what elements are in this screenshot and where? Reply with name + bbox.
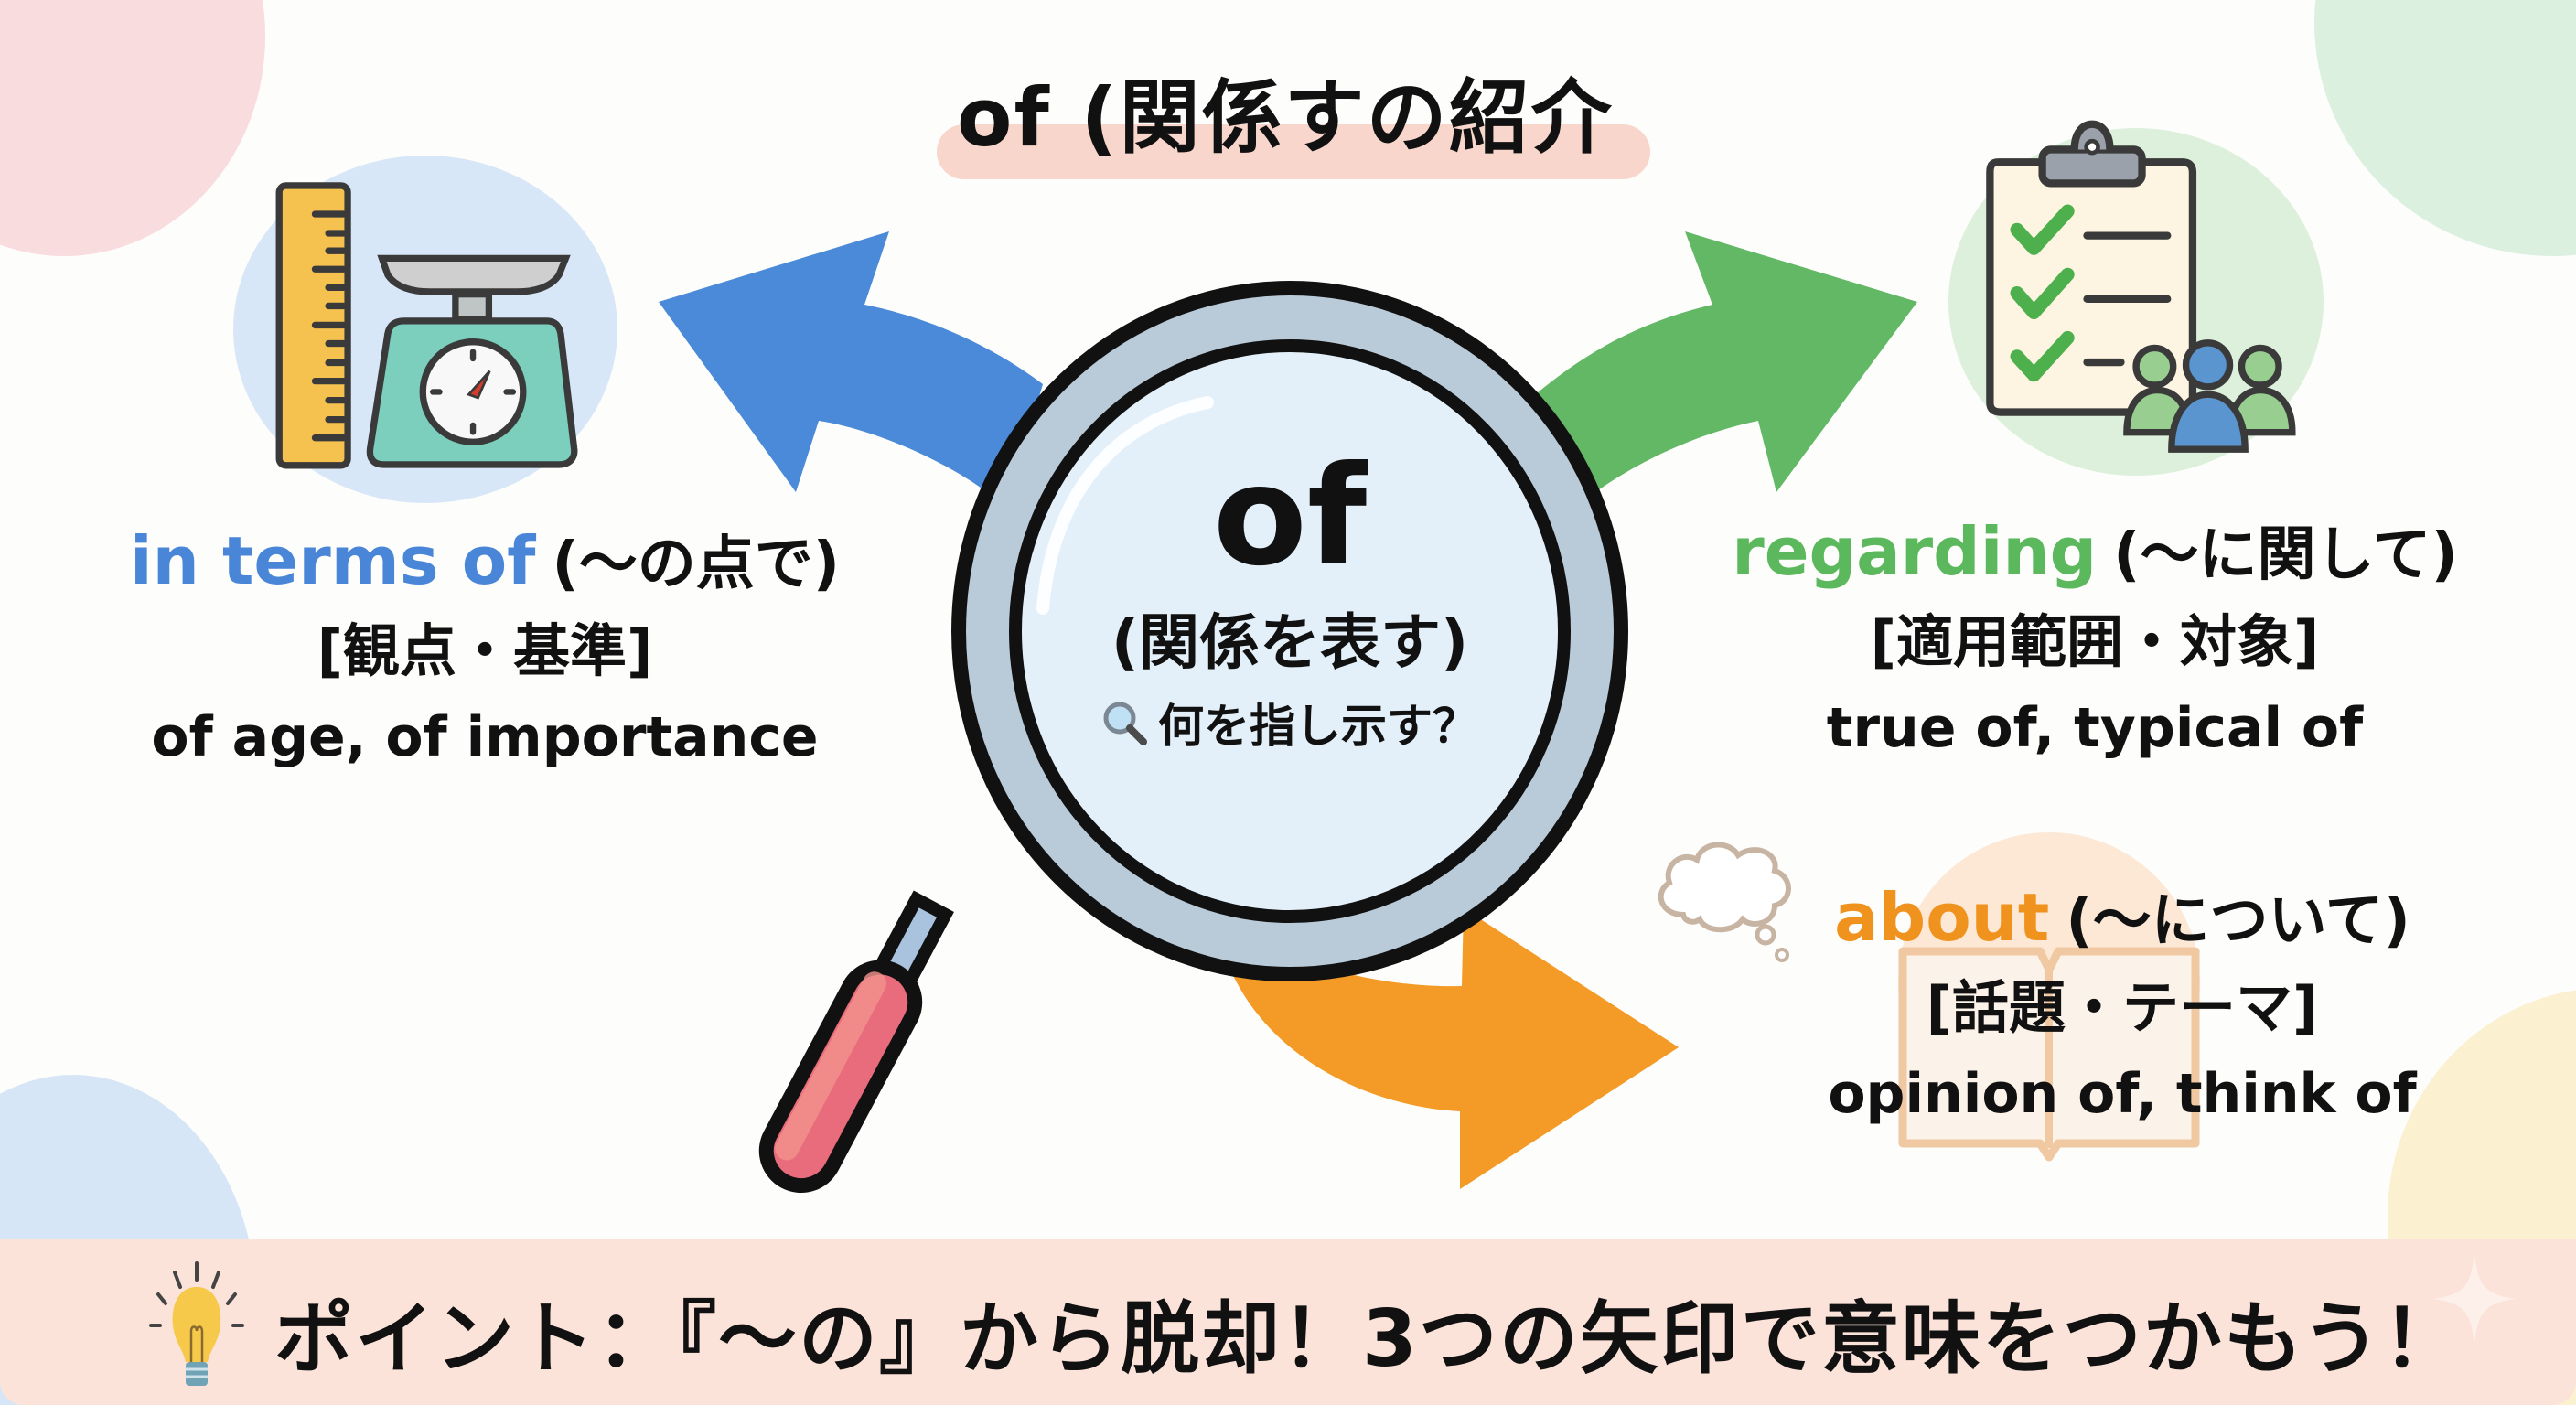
arrow-orange-icon <box>1230 908 1679 1189</box>
card-heading: about(〜について) <box>1775 874 2470 965</box>
footer-tip-text: ポイント：『〜の』から脱却！3つの矢印で意味をつかもう！ <box>274 1293 2463 1385</box>
magnifier-icon <box>1101 695 1149 745</box>
card-in-terms-of: in terms of(〜の点で) [観点・基準] of age, of imp… <box>110 517 860 780</box>
lightbulb-icon <box>149 1261 244 1386</box>
arrow-green-icon <box>1537 231 1917 499</box>
examples-about: opinion of, think of <box>1828 1062 2417 1126</box>
title-highlight <box>937 124 1650 179</box>
examples-regarding: true of, typical of <box>1826 696 2364 760</box>
card-regarding: regarding(〜に関して) [適用範囲・対象] true of, typi… <box>1701 508 2488 771</box>
thought-bubble-icon <box>1658 842 1791 962</box>
icon-clipboard-group <box>1939 101 2378 494</box>
icon-book-group <box>1647 832 2342 1198</box>
title-text: of (関係すの紹介 <box>957 70 1614 165</box>
phrase-about: about <box>1834 879 2050 956</box>
sparkle-icon <box>2433 1253 2516 1345</box>
gloss-about: (〜について) <box>2066 887 2410 955</box>
center-question: 何を指し示す？ <box>1015 690 1564 763</box>
examples-in-terms-of: of age, of importance <box>151 705 819 769</box>
gloss-in-terms-of: (〜の点で) <box>552 531 841 598</box>
icon-ruler-scale-group <box>233 146 617 512</box>
center-question-text: 何を指し示す？ <box>1158 700 1478 753</box>
phrase-regarding: regarding <box>1732 513 2098 590</box>
card-heading: regarding(〜に関して) <box>1701 508 2488 599</box>
page-title: of (関係すの紹介 <box>924 53 1650 179</box>
footer-tip-bar: ポイント：『〜の』から脱却！3つの矢印で意味をつかもう！ <box>0 1239 2576 1405</box>
arrow-blue-icon <box>659 231 1043 508</box>
clipboard-checklist-people-icon <box>1986 120 2296 453</box>
gloss-regarding: (〜に関して) <box>2113 521 2458 589</box>
card-heading: in terms of(〜の点で) <box>110 517 860 608</box>
lens-content: of (関係を表す) 何を指し示す？ <box>1015 439 1564 763</box>
open-book-icon <box>1898 947 2200 1162</box>
ruler-and-scale-icon <box>275 182 578 469</box>
category-regarding: [適用範囲・対象] <box>1870 608 2320 675</box>
center-word: of <box>1212 437 1368 596</box>
category-about: [話題・テーマ] <box>1926 974 2319 1041</box>
category-in-terms-of: [観点・基準] <box>317 617 653 684</box>
phrase-in-terms-of: in terms of <box>130 522 536 599</box>
card-about: about(〜について) [話題・テーマ] opinion of, think … <box>1775 874 2470 1137</box>
center-subtitle: (関係を表す) <box>1111 607 1469 678</box>
